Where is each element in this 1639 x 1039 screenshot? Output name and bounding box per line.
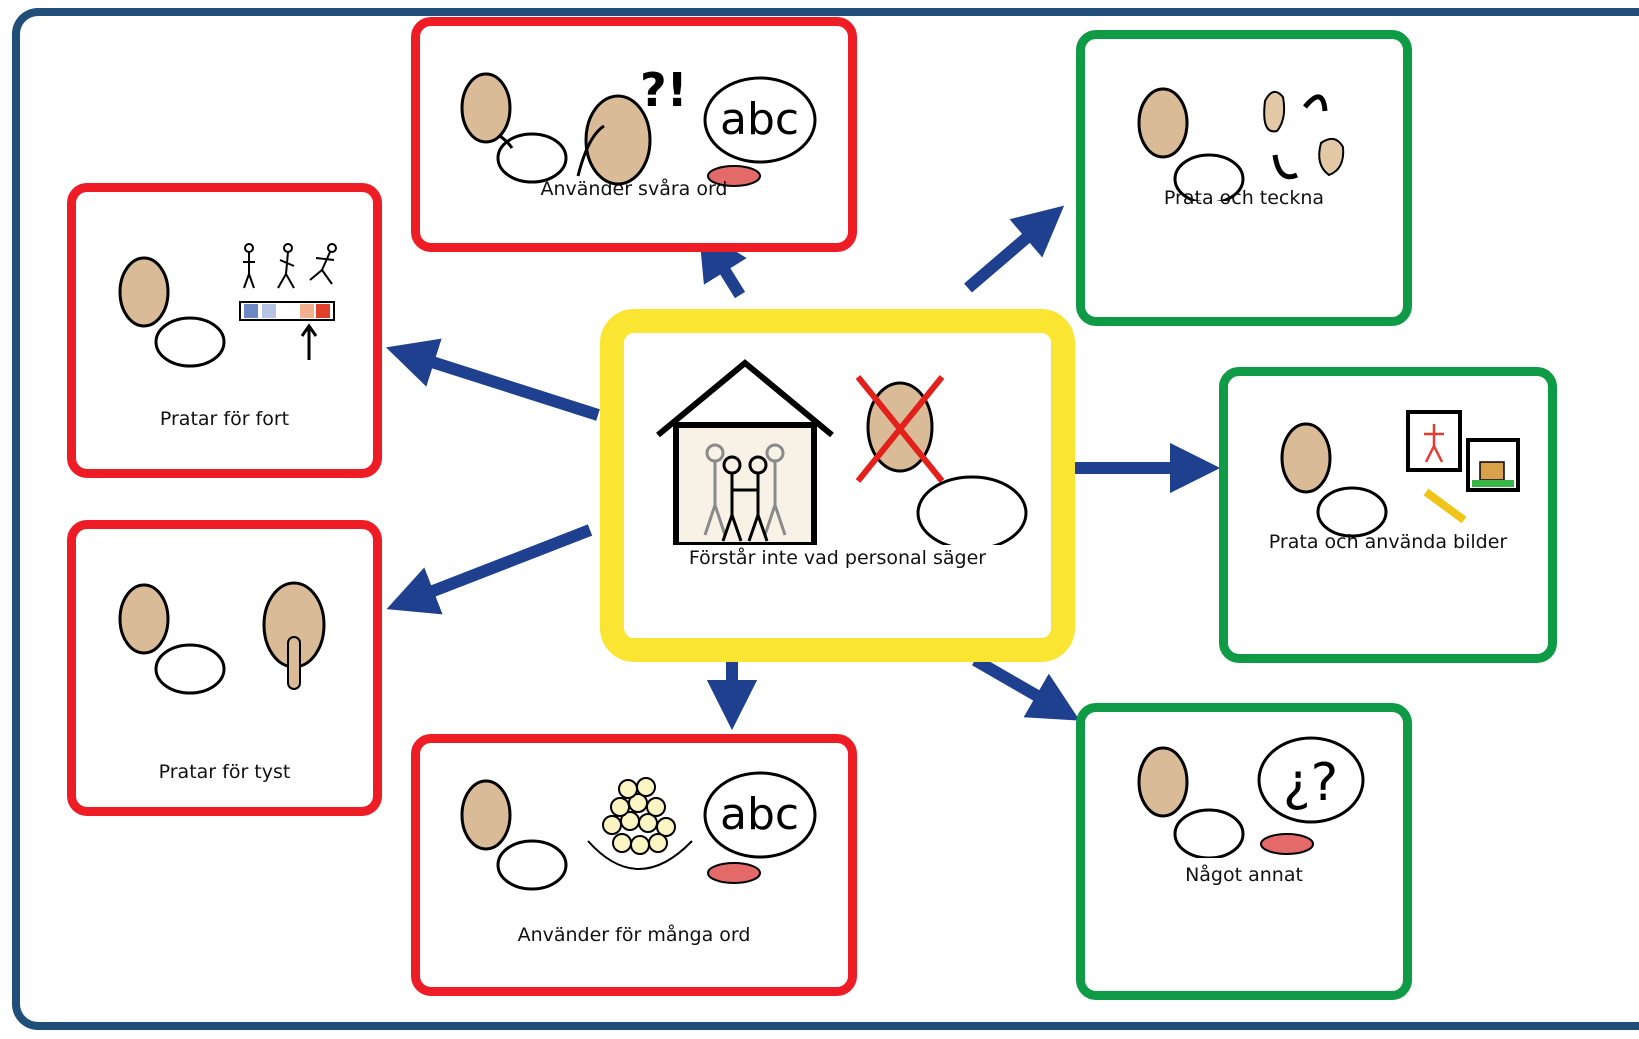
arrow-to-annat — [971, 654, 1080, 721]
speaking-head-icon — [1280, 422, 1388, 538]
speaking-head-icon — [460, 72, 568, 184]
center-art — [656, 359, 1028, 545]
svg-text:abc: abc — [720, 789, 799, 840]
speaking-head-icon — [118, 256, 226, 368]
card-label: Prata och teckna — [1163, 187, 1325, 209]
pictures-icon — [1406, 410, 1520, 524]
annat-art: ¿? — [1137, 736, 1365, 858]
arrow-to-for-fort — [385, 338, 600, 421]
speaking-head-icon — [1137, 87, 1245, 201]
no-speaking-icon — [855, 375, 1028, 545]
card-label: Prata och använda bilder — [1268, 531, 1508, 553]
teckna-art — [1137, 87, 1345, 201]
bilder-art — [1280, 410, 1520, 538]
abc-speech-icon: abc — [703, 771, 817, 884]
svg-text:¿?: ¿? — [1283, 753, 1338, 813]
manga-ord-art: abc — [460, 771, 817, 891]
card-annat: ¿? Något annat — [1076, 703, 1412, 1000]
card-label: Pratar för tyst — [158, 761, 291, 783]
svara-ord-art: ?! abc — [460, 63, 817, 187]
card-bilder: Prata och använda bilder — [1219, 367, 1557, 663]
card-for-fort: Pratar för fort — [67, 183, 382, 478]
svg-text:?!: ?! — [640, 63, 688, 117]
confused-face-icon: ?! — [576, 63, 688, 186]
card-label: Använder för många ord — [517, 924, 751, 946]
speaking-head-icon — [1137, 746, 1245, 858]
card-manga-ord: abc Använder för många ord — [411, 734, 857, 996]
card-label: Pratar för fort — [159, 408, 290, 430]
card-label: Något annat — [1185, 864, 1303, 886]
many-balls-icon — [587, 777, 693, 870]
card-center: Förstår inte vad personal säger — [600, 309, 1075, 662]
arrow-to-teckna — [964, 205, 1065, 293]
center-label: Förstår inte vad personal säger — [688, 547, 987, 569]
speaking-head-icon — [460, 779, 568, 891]
for-fort-art — [118, 243, 337, 368]
card-svara-ord: ?! abc Använder svåra ord — [411, 17, 857, 252]
house-people-icon — [656, 359, 834, 545]
outer-frame — [12, 8, 1639, 1030]
card-label: Använder svåra ord — [540, 178, 728, 200]
speaking-head-icon — [118, 583, 226, 695]
for-tyst-art — [118, 581, 326, 695]
arrow-to-for-tyst — [386, 524, 593, 615]
shush-face-icon — [262, 581, 326, 690]
sign-hands-icon — [1263, 90, 1345, 180]
speed-scale-icon — [239, 243, 337, 360]
abc-speech-icon: abc — [703, 76, 817, 187]
card-for-tyst: Pratar för tyst — [67, 520, 382, 816]
card-teckna: Prata och teckna — [1076, 30, 1412, 326]
question-speech-icon: ¿? — [1257, 736, 1365, 855]
svg-text:abc: abc — [720, 94, 799, 145]
arrow-to-svara-ord — [698, 228, 747, 299]
